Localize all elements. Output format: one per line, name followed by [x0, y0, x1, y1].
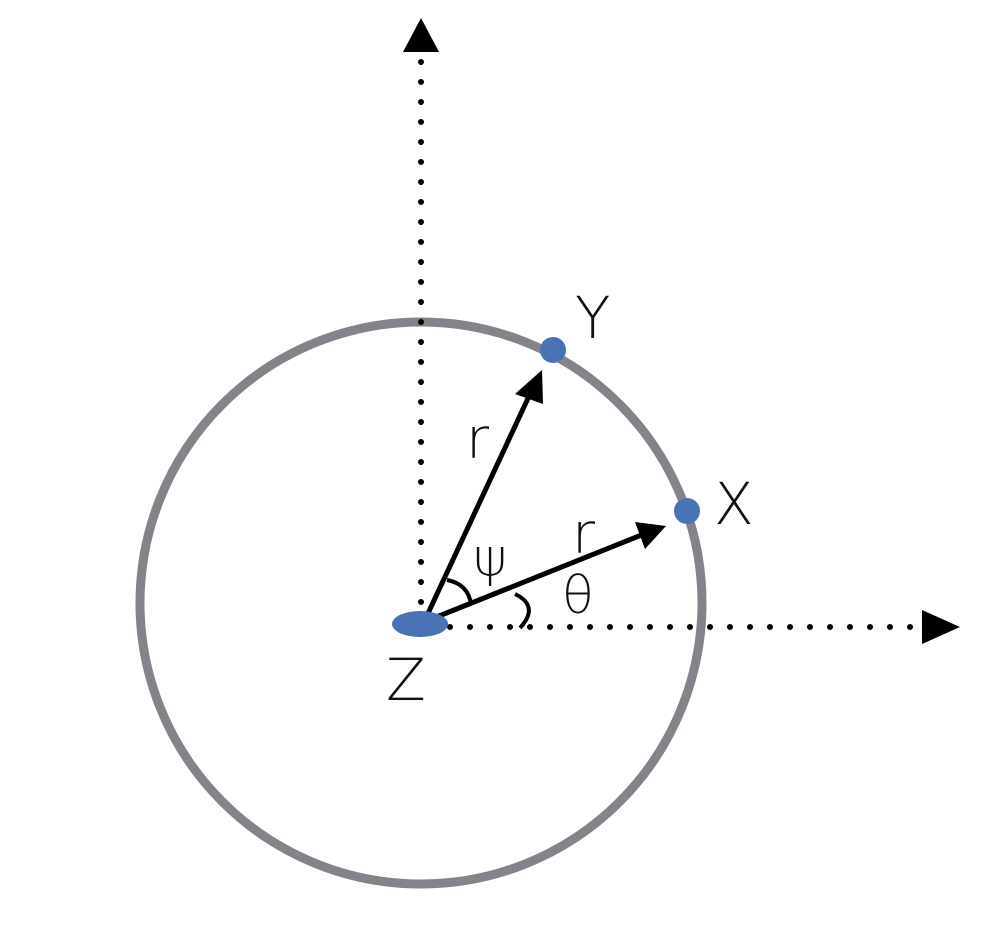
- radius-vector-y: [421, 392, 533, 624]
- radius-vector-x-arrowhead: [635, 522, 666, 549]
- label-r-y: r: [466, 407, 489, 472]
- horizontal-axis-arrowhead: [922, 610, 960, 644]
- radius-vector-x: [423, 531, 645, 625]
- point-y: [540, 337, 566, 363]
- label-psi: ψ: [473, 528, 507, 588]
- label-x: X: [714, 470, 754, 538]
- angle-psi-arc: [446, 578, 473, 605]
- angle-theta-arc: [514, 592, 531, 630]
- vertical-axis-arrowhead: [403, 18, 439, 52]
- label-r-x: r: [572, 502, 595, 567]
- label-y: Y: [575, 284, 610, 352]
- radius-vector-y-arrowhead: [515, 370, 543, 404]
- label-z: Z: [386, 646, 426, 714]
- point-z: [392, 611, 448, 637]
- label-theta: θ: [562, 566, 594, 626]
- point-x: [674, 498, 700, 524]
